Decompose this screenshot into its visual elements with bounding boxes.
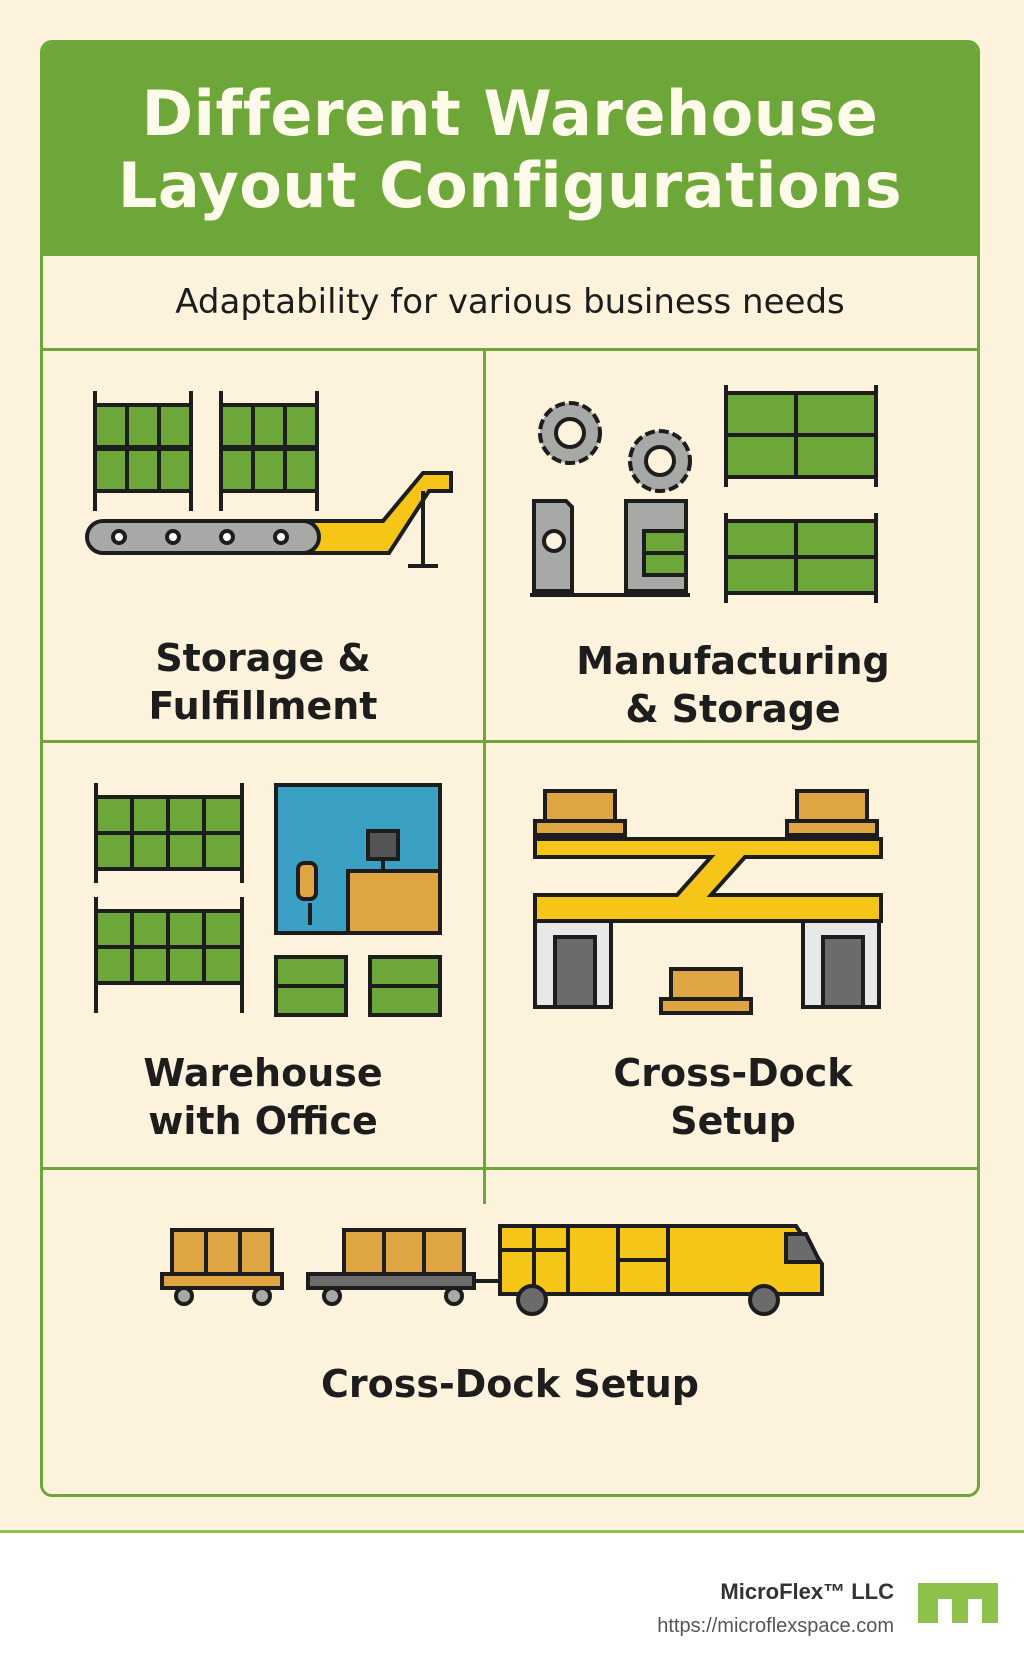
brand-name: MicroFlex™ LLC: [720, 1579, 894, 1604]
cell-label-line-1: Storage &: [155, 636, 371, 680]
cell-label-line-2: & Storage: [625, 687, 841, 731]
cell-label-line-1: Warehouse: [143, 1051, 383, 1095]
cell-cross-dock: Cross-Dock Setup: [486, 743, 977, 1167]
infographic-card: Different Warehouse Layout Configuration…: [40, 40, 980, 1497]
cell-label: Warehouse with Office: [43, 1049, 483, 1145]
title-line-2: Layout Configurations: [117, 148, 903, 222]
brand-url[interactable]: https://microflexspace.com: [657, 1615, 894, 1637]
carts-truck-icon: [160, 1224, 824, 1316]
cell-label-line-2: Setup: [670, 1099, 796, 1143]
footer-divider: [0, 1530, 1024, 1533]
grid-divider-row-1: [43, 740, 977, 743]
cell-storage-fulfillment: Storage & Fulfillment: [43, 351, 483, 740]
shelving-conveyor-icon: [85, 391, 453, 568]
cell-warehouse-office: Warehouse with Office: [43, 743, 483, 1167]
header-banner: Different Warehouse Layout Configuration…: [43, 43, 977, 256]
cell-label: Storage & Fulfillment: [43, 634, 483, 730]
cell-bottom-cross-dock: Cross-Dock Setup: [43, 1170, 977, 1494]
cell-label-line-1: Cross-Dock: [613, 1051, 853, 1095]
cell-label-line-1: Manufacturing: [576, 639, 890, 683]
grid-divider-row-2: [43, 1167, 977, 1170]
cell-label-line-2: with Office: [148, 1099, 378, 1143]
bottom-label: Cross-Dock Setup: [321, 1362, 699, 1406]
subtitle: Adaptability for various business needs: [175, 282, 845, 322]
title-line-1: Different Warehouse: [141, 76, 879, 150]
cell-label: Manufacturing & Storage: [486, 637, 977, 733]
cross-dock-conveyor-icon: [533, 789, 883, 1015]
shelving-office-icon: [94, 783, 442, 1017]
page-title: Different Warehouse Layout Configuration…: [117, 76, 903, 222]
cell-label-line-2: Fulfillment: [148, 684, 378, 728]
grid-divider-vertical: [483, 348, 486, 1204]
subtitle-row: Adaptability for various business needs: [43, 256, 977, 351]
gears-machine-shelving-icon: [530, 385, 878, 603]
cell-label: Cross-Dock Setup: [486, 1049, 977, 1145]
microflex-logo-icon: [918, 1583, 998, 1623]
cell-manufacturing-storage: Manufacturing & Storage: [486, 351, 977, 740]
footer: MicroFlex™ LLC https://microflexspace.co…: [0, 1533, 1024, 1666]
